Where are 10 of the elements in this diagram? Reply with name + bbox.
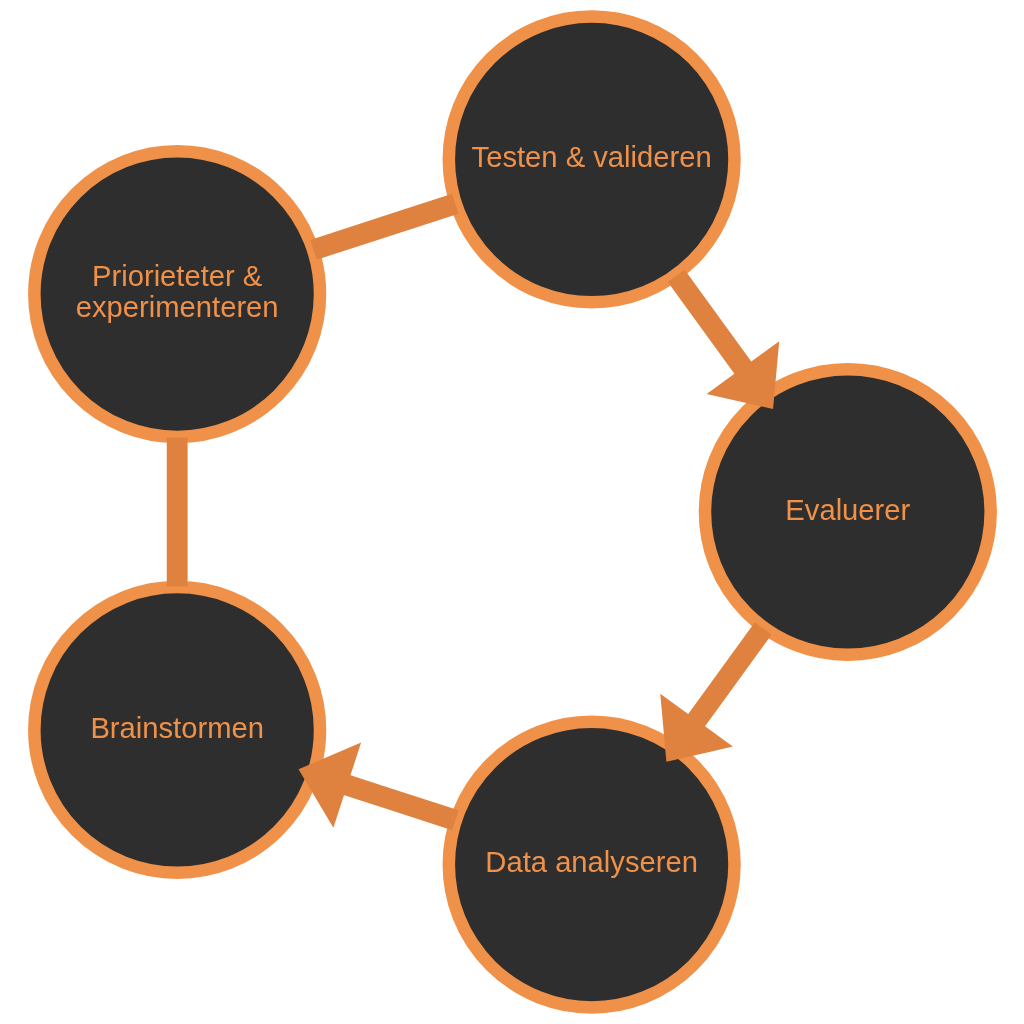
connector bbox=[309, 193, 458, 260]
node-circle: Brainstormen bbox=[27, 580, 326, 879]
connector bbox=[166, 437, 188, 587]
arrow bbox=[659, 622, 772, 762]
node-circle: Data analyseren bbox=[442, 715, 741, 1014]
node-circle: Evaluerer bbox=[698, 362, 997, 662]
node-circle: Priorieteter & experimenteren bbox=[27, 145, 326, 444]
node-circle: Testen & valideren bbox=[442, 10, 741, 309]
arrow bbox=[667, 269, 779, 410]
arrow bbox=[298, 742, 459, 831]
